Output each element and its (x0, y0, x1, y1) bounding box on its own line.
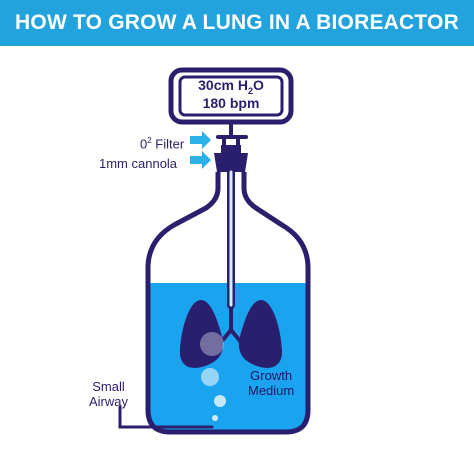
banner-title: HOW TO GROW A LUNG IN A BIOREACTOR (15, 11, 459, 34)
ventilator-controller (168, 67, 294, 125)
filter-arrow (190, 131, 211, 149)
pressure-readout: 30cm H2O (198, 77, 264, 96)
lung (179, 298, 283, 368)
small-airway-line (118, 405, 214, 429)
bioreactor-diagram (118, 67, 311, 435)
cannula-label: 1mm cannola (99, 156, 178, 171)
o2-filter-label: 02 Filter (140, 136, 185, 152)
stopper (214, 145, 248, 172)
bioreactor-bottle (145, 172, 311, 435)
cannula-arrow (190, 151, 211, 169)
small-airway-label: Small Airway (89, 379, 129, 409)
rate-readout: 180 bpm (202, 95, 260, 111)
air-bubbles (200, 332, 226, 421)
growth-medium-label: Growth Medium (248, 368, 295, 398)
title-banner: HOW TO GROW A LUNG IN A BIOREACTOR (0, 0, 474, 46)
